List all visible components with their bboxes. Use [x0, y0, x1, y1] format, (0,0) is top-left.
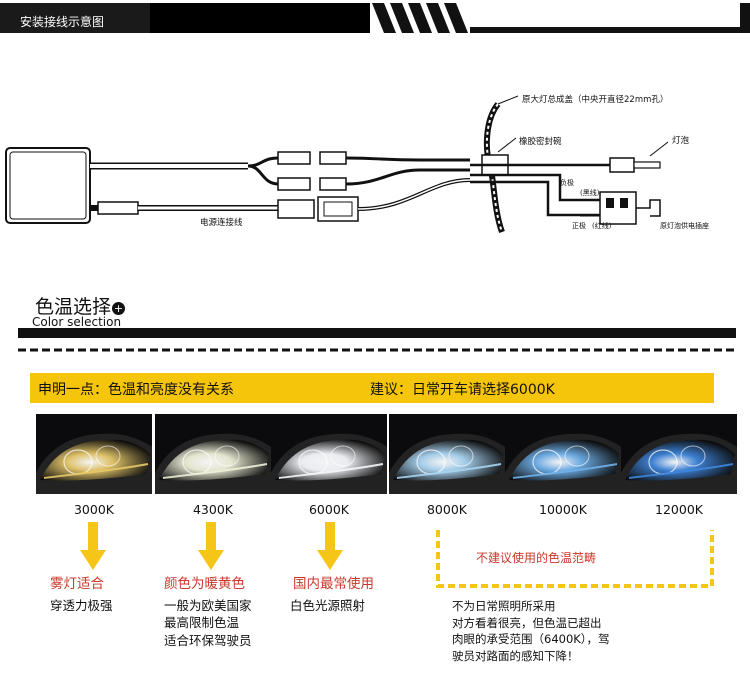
- header-bar: 安装接线示意图: [0, 0, 750, 38]
- desc-6000-line1: 白色光源照射: [290, 598, 366, 613]
- color-temp-label: 12000K: [655, 502, 703, 517]
- desc-4300-line3: 适合环保驾驶员: [164, 633, 252, 648]
- headlight-image: [389, 414, 505, 494]
- label-negative: 负极: [560, 179, 574, 187]
- label-rubber-seal: 橡胶密封碗: [519, 137, 562, 147]
- color-temp-label: 4300K: [192, 502, 233, 517]
- arrow-down-icon: [80, 522, 106, 570]
- label-original-socket: 原灯泡供电插座: [660, 222, 709, 230]
- desc-4300-line2: 最高限制色温: [164, 615, 240, 630]
- header-title: 安装接线示意图: [20, 15, 105, 29]
- headlight-image: [36, 414, 152, 494]
- section-divider-graphic: [18, 328, 736, 352]
- headlight-tile: [505, 414, 621, 494]
- desc-6000-title: 国内最常使用: [293, 576, 374, 592]
- label-positive: 正极: [572, 222, 586, 230]
- color-selection-title: 色温选择: [35, 296, 112, 318]
- label-headlight-cover: 原大灯总成盖（中央开直径22mm孔）: [522, 95, 669, 105]
- not-recommended-bracket: [436, 530, 714, 588]
- color-temp-label: 8000K: [426, 502, 467, 517]
- desc-3000-title: 雾灯适合: [50, 576, 104, 592]
- banner-suggestion: 建议：日常开车请选择6000K: [370, 382, 555, 398]
- section-divider: [0, 326, 750, 356]
- headlight-tile: [271, 414, 387, 494]
- high-note-line2: 对方看着很亮，但色温已超出: [452, 615, 602, 630]
- label-power-cable: 电源连接线: [200, 218, 243, 228]
- headlight-tile: [389, 414, 505, 494]
- headlight-image: [621, 414, 737, 494]
- headlight-tile: [155, 414, 271, 494]
- statement-banner: 申明一点：色温和亮度没有关系 建议：日常开车请选择6000K: [30, 373, 714, 403]
- arrow-down-icon: [198, 522, 224, 570]
- plus-icon: +: [112, 302, 125, 315]
- color-temp-label: 10000K: [539, 502, 587, 517]
- label-negative-color: (黑线): [580, 189, 600, 197]
- color-temp-label: 3000K: [73, 502, 114, 517]
- desc-4300-title: 颜色为暖黄色: [164, 576, 245, 592]
- high-note-line1: 不为日常照明所采用: [452, 599, 556, 613]
- desc-3000-line1: 穿透力极强: [50, 598, 113, 613]
- desc-4300-line1: 一般为欧美国家: [164, 598, 252, 613]
- not-recommended-label: 不建议使用的色温范畴: [476, 551, 597, 565]
- arrow-down-icon: [317, 522, 343, 570]
- headlight-tile: [621, 414, 737, 494]
- label-positive-color: (红线): [592, 222, 612, 230]
- high-note-line4: 驶员对路面的感知下降！: [452, 648, 579, 663]
- headlight-image: [505, 414, 621, 494]
- headlight-image: [155, 414, 271, 494]
- banner-statement: 申明一点：色温和亮度没有关系: [38, 382, 234, 398]
- high-temp-note: 不为日常照明所采用 对方看着很亮，但色温已超出 肉眼的承受范围（6400K），驾…: [452, 598, 610, 664]
- wiring-diagram: 原大灯总成盖（中央开直径22mm孔） 橡胶密封碗 灯泡 负极 (黑线) 正极 (…: [0, 40, 750, 270]
- color-selection-subtitle: Color selection: [32, 315, 122, 329]
- label-bulb: 灯泡: [672, 136, 690, 146]
- color-temp-label: 6000K: [308, 502, 349, 517]
- wiring-diagram-graphic: [5, 95, 669, 234]
- headlight-image: [271, 414, 387, 494]
- high-note-line3: 肉眼的承受范围（6400K），驾: [452, 632, 610, 646]
- headlight-tile: [36, 414, 152, 494]
- header-bar-graphic: [0, 3, 750, 33]
